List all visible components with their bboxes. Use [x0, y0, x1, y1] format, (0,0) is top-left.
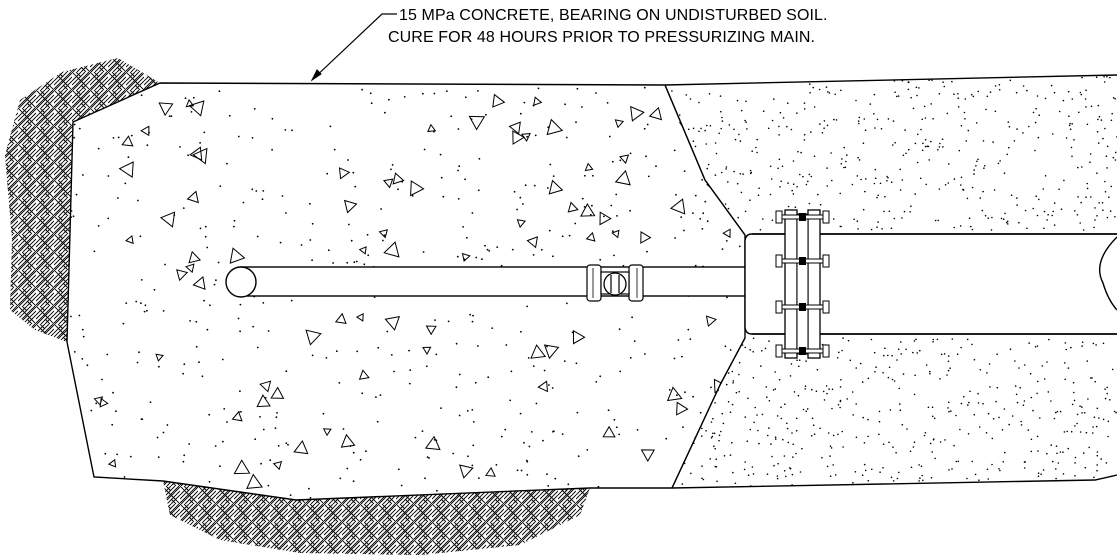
- flange-bolt-icon: [775, 210, 830, 224]
- flange-bolt-icon: [775, 300, 830, 314]
- small-pipe: [225, 266, 746, 298]
- flange-joint-icon: [775, 209, 830, 359]
- flange-bolt-icon: [775, 344, 830, 358]
- undisturbed-soil-hatch: [5, 58, 590, 555]
- flange-bolt-icon: [775, 254, 830, 268]
- backfill-stipple: [664, 75, 1117, 489]
- concrete-spec-note: 15 MPa CONCRETE, BEARING ON UNDISTURBED …: [399, 7, 828, 24]
- valve-icon: [586, 264, 644, 302]
- cure-time-note: CURE FOR 48 HOURS PRIOR TO PRESSURIZING …: [388, 29, 816, 46]
- excavation-lines: [664, 74, 1117, 489]
- note-leader-line: [310, 13, 397, 82]
